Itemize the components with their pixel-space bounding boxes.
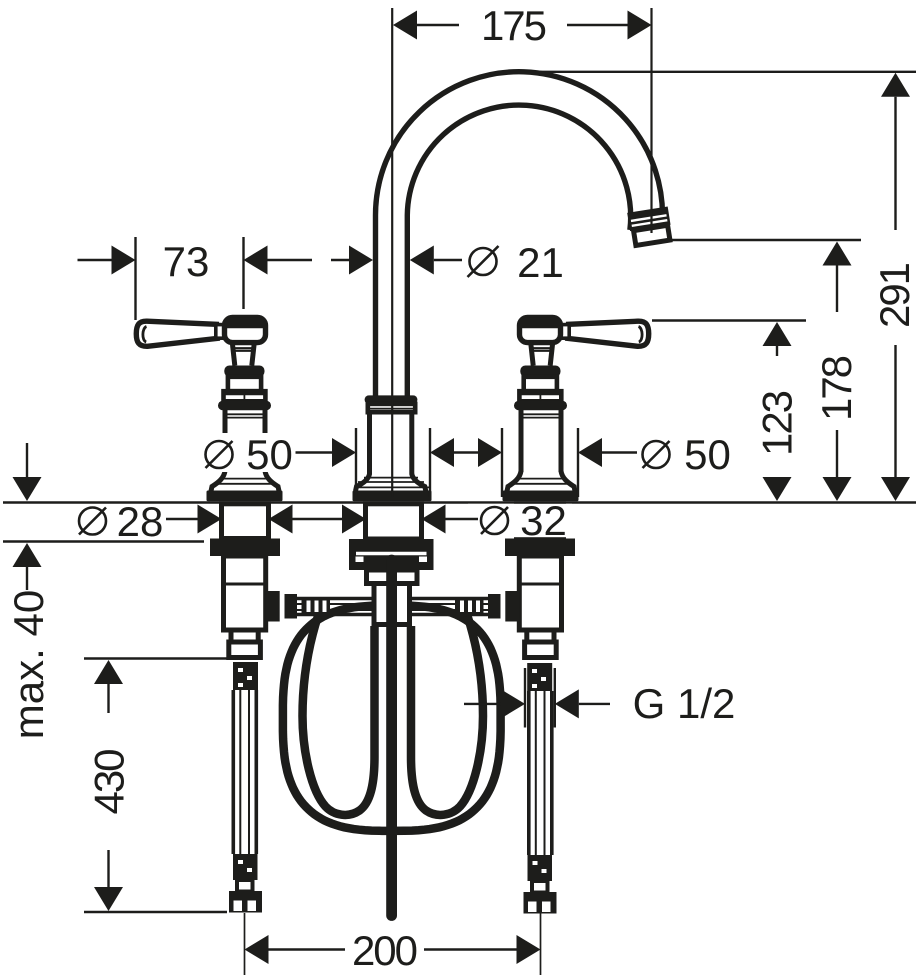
svg-text:max. 40: max. 40 [5,590,52,739]
svg-text:G 1/2: G 1/2 [633,680,736,727]
svg-text:21: 21 [517,239,564,286]
svg-text:175: 175 [481,2,546,49]
svg-text:178: 178 [813,356,860,421]
svg-text:200: 200 [352,927,417,974]
svg-text:50: 50 [246,431,293,478]
svg-text:73: 73 [163,238,210,285]
svg-text:32: 32 [520,497,567,544]
svg-text:430: 430 [86,750,133,815]
svg-text:123: 123 [754,391,801,456]
svg-text:291: 291 [871,263,918,328]
svg-text:28: 28 [117,498,164,545]
svg-text:50: 50 [684,431,731,478]
